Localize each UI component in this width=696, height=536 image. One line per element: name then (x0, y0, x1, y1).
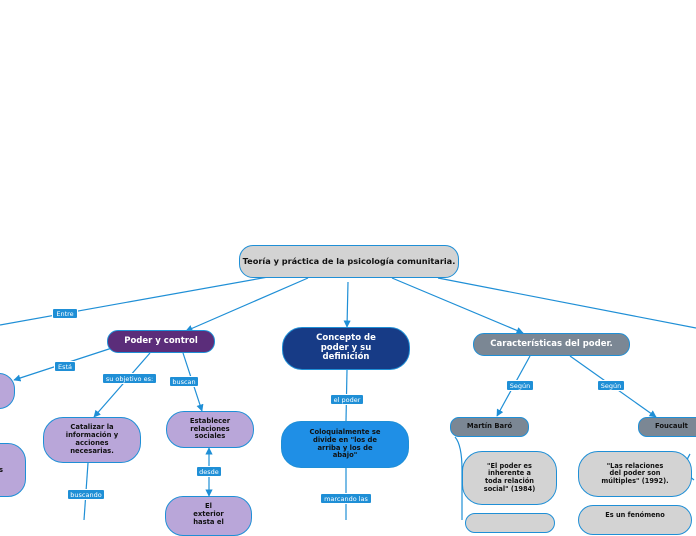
exterior-node[interactable]: El exterior hasta el (165, 496, 252, 536)
link-poder-catalizar (93, 352, 151, 418)
root-text: Teoría y práctica de la psicología comun… (242, 255, 456, 266)
concepto-node[interactable]: Concepto de poder y su definición (282, 327, 410, 370)
martin-baro-text: Martín Baró (466, 422, 513, 431)
baro-next-node[interactable] (465, 513, 555, 533)
poder-control-text: Poder y control (124, 335, 198, 346)
baro-quote-node[interactable]: "El poder es inherente a toda relación s… (462, 451, 557, 505)
connector-label-el-poder: el poder (330, 394, 364, 405)
connector-label-segun-2: Según (597, 380, 625, 391)
link-root-caract (391, 277, 524, 334)
establecer-node[interactable]: Establecer relaciones sociales (166, 411, 254, 448)
connector-label-buscan: buscan (169, 376, 199, 387)
baro-quote-text: "El poder es inherente a toda relación s… (483, 461, 536, 493)
left-partial-node-2[interactable]: s (0, 443, 26, 497)
coloquialmente-text: Coloquialmente se divide en "los de arri… (309, 427, 381, 460)
connector-label-entre: Entre (52, 308, 78, 319)
connector-label-segun-1: Según (506, 380, 534, 391)
poder-control-node[interactable]: Poder y control (107, 330, 215, 353)
connector-label-esta: Está (54, 361, 76, 372)
foucault-node[interactable]: Foucault (638, 417, 696, 437)
root-node[interactable]: Teoría y práctica de la psicología comun… (239, 245, 459, 278)
connector-label-marcando-las: marcando las (320, 493, 372, 504)
foucault-quote-node[interactable]: "Las relaciones del poder son múltiples"… (578, 451, 692, 497)
catalizar-text: Catalizar la información y acciones nece… (65, 423, 119, 455)
fenomeno-node[interactable]: Es un fenómeno (578, 505, 692, 535)
caracteristicas-node[interactable]: Características del poder. (473, 333, 630, 356)
foucault-text: Foucault (655, 422, 688, 431)
link-root-poder (185, 277, 309, 332)
establecer-text: Establecer relaciones sociales (189, 416, 231, 441)
exterior-text: El exterior hasta el (193, 502, 224, 526)
connector-label-su-objetivo: su objetivo es: (102, 373, 157, 384)
fenomeno-text: Es un fenómeno (605, 511, 665, 519)
martin-baro-node[interactable]: Martín Baró (450, 417, 529, 437)
left-partial-text: s (0, 465, 3, 474)
foucault-quote-text: "Las relaciones del poder son múltiples"… (601, 461, 669, 485)
concepto-text: Concepto de poder y su definición (316, 332, 376, 363)
link-baro-bracket (454, 436, 463, 520)
catalizar-node[interactable]: Catalizar la información y acciones nece… (43, 417, 141, 463)
connector-label-desde: desde (196, 466, 222, 477)
link-root-left (0, 276, 269, 326)
coloquialmente-node[interactable]: Coloquialmente se divide en "los de arri… (281, 421, 409, 468)
link-root-concepto (343, 281, 351, 328)
link-root-right (437, 277, 696, 329)
caracteristicas-text: Características del poder. (490, 338, 613, 349)
connector-label-buscando: buscando (67, 489, 105, 500)
